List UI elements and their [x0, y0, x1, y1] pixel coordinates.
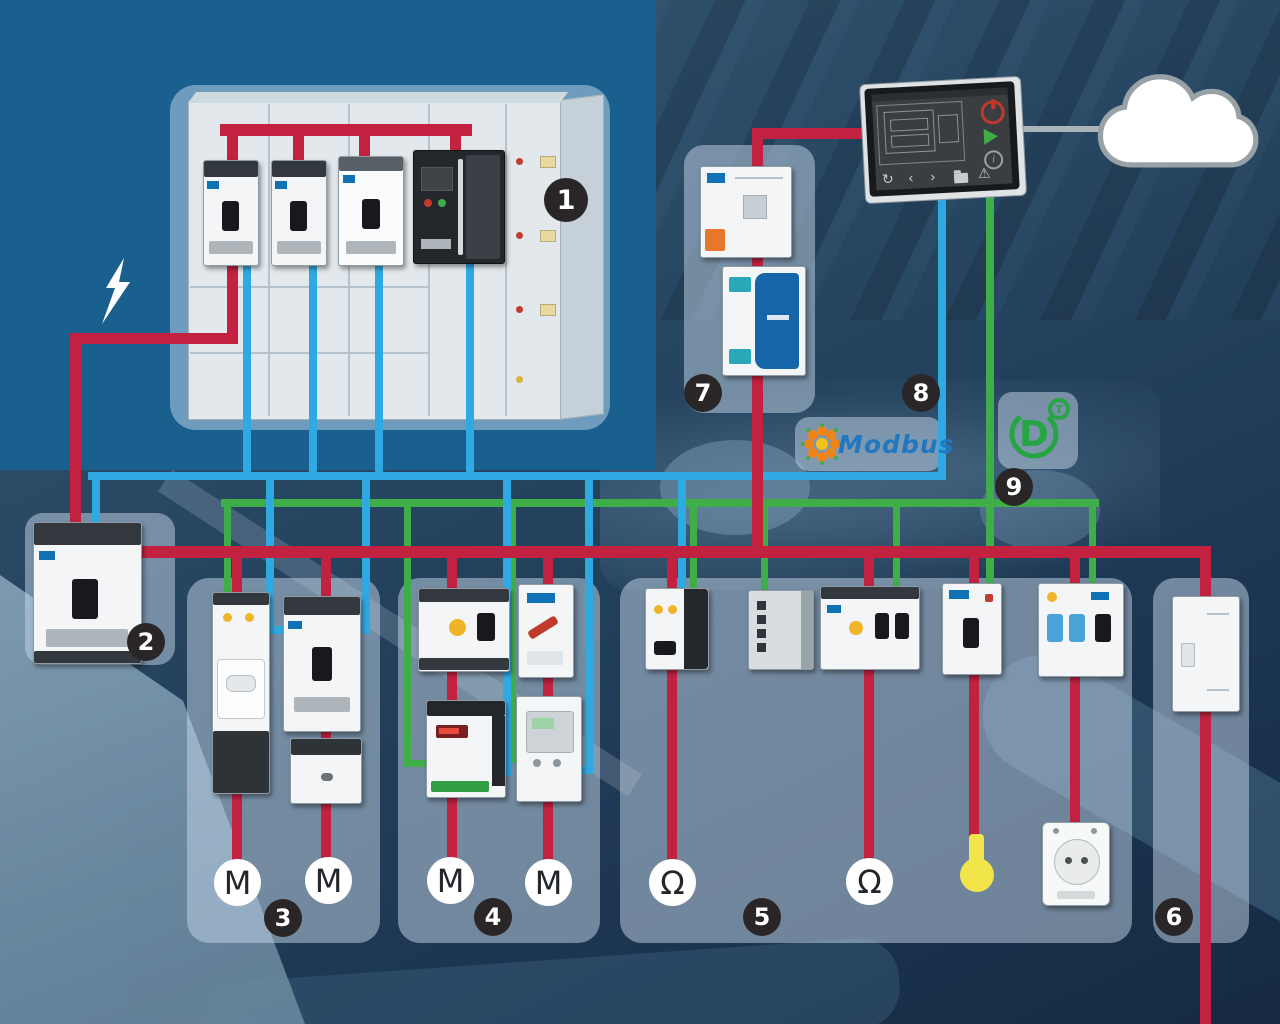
modbus-flower-icon — [801, 423, 843, 465]
miniature-breaker-faz — [942, 583, 1002, 675]
power-icon[interactable] — [980, 99, 1006, 125]
hmi-touch-panel: i ↻ ‹ › ⚠ — [859, 75, 1028, 205]
modbus-line-elbow — [266, 626, 288, 634]
modbus-line-cab — [243, 264, 251, 474]
pke-swd-starter — [645, 588, 709, 670]
modbus-line-drop — [585, 478, 593, 774]
swd-line-bus — [221, 499, 1099, 507]
din-socket-outlet — [1042, 822, 1110, 906]
badge-8: 8 — [902, 374, 940, 412]
cabinet-indicator — [516, 232, 523, 239]
modbus-line-drop — [92, 478, 100, 540]
digital-circuit-breaker — [1038, 583, 1124, 677]
cabinet-seam — [268, 104, 270, 416]
power-line-cab-bus — [220, 124, 472, 136]
io-module — [748, 590, 814, 670]
residual-current-breaker-frcdm — [820, 586, 920, 670]
play-icon[interactable] — [983, 128, 999, 145]
badge-3: 3 — [264, 899, 302, 937]
warning-icon[interactable]: ⚠ — [977, 165, 991, 183]
badge-1: 1 — [544, 178, 588, 222]
modbus-line-cab — [466, 262, 474, 474]
badge-7: 7 — [684, 374, 722, 412]
power-line-drop — [864, 558, 874, 860]
badge-5: 5 — [743, 898, 781, 936]
modbus-line-cab — [309, 264, 317, 474]
refresh-icon[interactable]: ↻ — [881, 171, 895, 189]
incomer-breaker — [33, 522, 142, 664]
modbus-line-cab — [375, 264, 383, 474]
power-supply-unit — [722, 266, 806, 376]
switchgear-cabinet-side — [560, 94, 604, 420]
hmi-machine-graphic — [876, 100, 966, 166]
power-line-main-bus — [70, 546, 1211, 558]
modbus-logo-text: Modbus — [838, 430, 955, 459]
badge-9: 9 — [995, 468, 1033, 506]
swd-line-drop — [509, 505, 516, 763]
power-line-cab-drop — [359, 136, 370, 166]
badge-2: 2 — [127, 623, 165, 661]
cabinet-breaker-nzm-2 — [271, 160, 327, 266]
cabinet-seam — [505, 104, 507, 416]
motor-symbol: M — [525, 859, 572, 906]
modbus-line-drop — [678, 478, 686, 594]
cabinet-vent — [540, 156, 556, 168]
smartwire-dt-logo: D T — [1009, 398, 1070, 459]
bulb-icon — [959, 834, 995, 908]
power-line-bus-end — [1200, 546, 1211, 1024]
modbus-line-bus — [88, 472, 946, 480]
background-pipe — [197, 935, 903, 1024]
swd-line-drop — [404, 505, 411, 767]
cabinet-breaker-nzm-3 — [338, 156, 404, 266]
cloud-icon — [1097, 74, 1259, 168]
switchgear-cabinet-top — [187, 92, 569, 103]
forward-icon[interactable]: › — [929, 169, 937, 186]
folder-icon[interactable] — [953, 170, 969, 184]
air-circuit-breaker — [413, 150, 505, 264]
din-relay — [1172, 596, 1240, 712]
motor-starter-combination — [212, 592, 270, 794]
nzm-breaker-pmc — [283, 596, 361, 732]
back-icon[interactable]: ‹ — [907, 170, 915, 187]
badge-4: 4 — [474, 898, 512, 936]
badge-6: 6 — [1155, 898, 1193, 936]
lightning-icon — [102, 258, 130, 324]
swd-line-hmi — [986, 196, 994, 591]
motor-symbol: M — [214, 859, 261, 906]
cabinet-indicator — [516, 158, 523, 165]
cabinet-breaker-nzm-1 — [203, 160, 259, 266]
power-line-cab-drop — [293, 136, 304, 170]
cabinet-vent — [540, 304, 556, 316]
swd-letter-t: T — [1055, 403, 1063, 416]
ohm-load-symbol: Ω — [846, 858, 893, 905]
power-line-drop — [969, 558, 979, 842]
variable-frequency-drive-dc1 — [426, 700, 506, 798]
cabinet-vent — [540, 230, 556, 242]
motor-symbol: M — [427, 857, 474, 904]
motor-protective-breaker-pkz — [418, 588, 510, 672]
swd-letter-d: D — [1019, 414, 1049, 455]
hmi-screen: i ↻ ‹ › ⚠ — [871, 87, 1013, 191]
cloud-link-line — [1018, 126, 1122, 132]
modbus-line-hmi — [938, 196, 946, 480]
power-line-drop — [1070, 558, 1080, 825]
swd-line-elbow — [404, 760, 430, 767]
modbus-logo: Modbus — [800, 422, 954, 466]
motor-symbol: M — [305, 857, 352, 904]
power-line-hmi-h — [752, 128, 872, 139]
cabinet-indicator — [516, 306, 523, 313]
fuse-holder — [518, 584, 574, 678]
ohm-load-symbol: Ω — [649, 859, 696, 906]
variable-frequency-drive-da1 — [516, 696, 582, 802]
power-line-incomer-h — [70, 333, 238, 344]
power-line-cab-drop — [450, 136, 461, 162]
measuring-relay-module — [700, 166, 792, 258]
cabinet-indicator — [516, 376, 523, 383]
contactor — [290, 738, 362, 804]
modbus-line-elbow — [572, 766, 593, 774]
power-line-drop — [667, 558, 677, 861]
power-line-incomer-v — [70, 333, 81, 557]
